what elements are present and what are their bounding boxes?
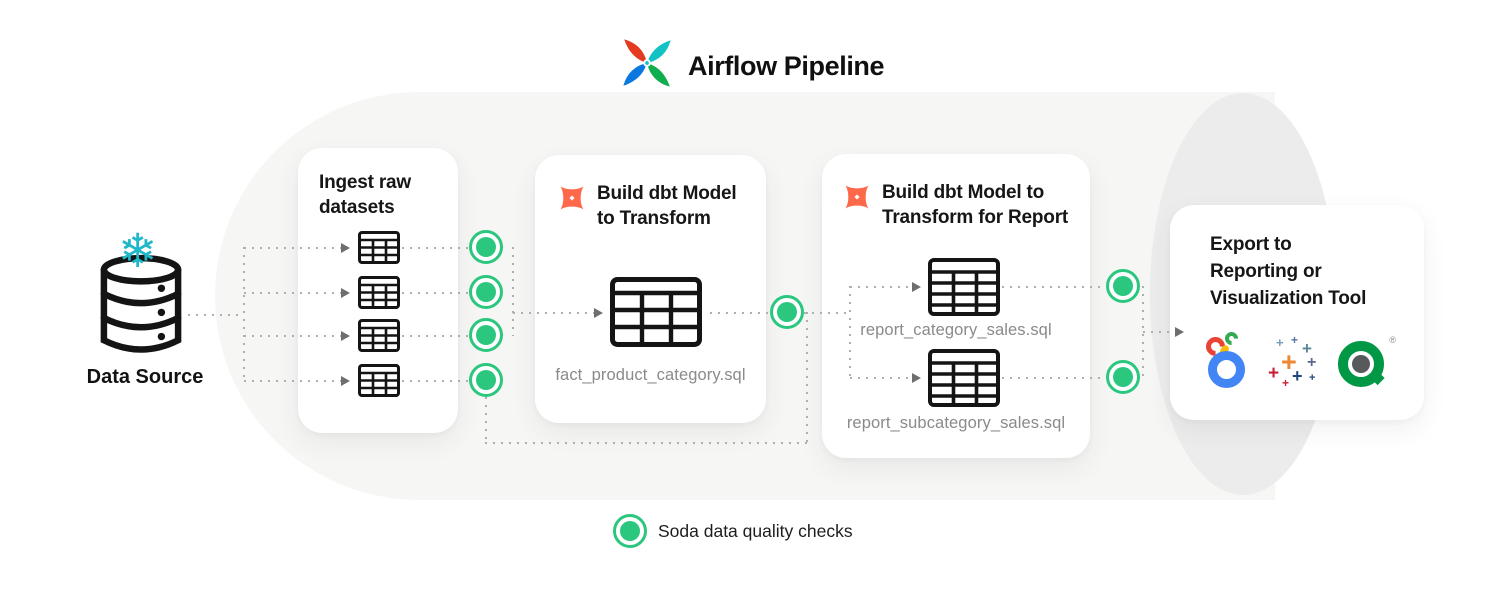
registered-mark: ® — [1389, 335, 1396, 345]
dotted-connector — [710, 312, 770, 314]
dotted-connector — [850, 377, 912, 379]
export-card-title: Export to Reporting or Visualization Too… — [1210, 234, 1367, 309]
page-title: Airflow Pipeline — [688, 50, 885, 81]
arrowhead-icon — [341, 331, 350, 341]
dotted-connector — [402, 335, 468, 337]
export-card: Export to Reporting or Visualization Too… — [1170, 205, 1424, 420]
tableau-icon: + + + + + + + + + — [1268, 333, 1317, 390]
soda-check-icon — [770, 295, 804, 329]
arrowhead-icon — [341, 243, 350, 253]
dbt-icon — [840, 180, 874, 219]
ingest-card: Ingest raw datasets — [298, 148, 458, 433]
soda-check-icon — [1106, 269, 1140, 303]
snowflake-icon: ❄ — [118, 224, 158, 279]
arrowhead-icon — [1175, 327, 1184, 337]
dotted-connector — [806, 312, 808, 443]
soda-check-icon — [469, 363, 503, 397]
dotted-connector — [1002, 377, 1106, 379]
dotted-connector — [402, 380, 468, 382]
table-icon — [358, 231, 400, 269]
ingest-card-title: Ingest raw datasets — [319, 172, 411, 218]
table-icon — [928, 258, 1000, 321]
dotted-connector — [402, 247, 468, 249]
dotted-connector — [188, 314, 244, 316]
dotted-connector — [1143, 331, 1175, 333]
arrowhead-icon — [594, 308, 603, 318]
database-icon — [96, 254, 186, 361]
dotted-connector — [485, 397, 487, 443]
dotted-connector — [244, 380, 341, 382]
table-icon — [358, 276, 400, 314]
legend-label: Soda data quality checks — [658, 521, 853, 541]
dotted-connector — [513, 312, 594, 314]
data-source-label: Data Source — [86, 366, 204, 388]
header: Airflow Pipeline — [620, 36, 885, 95]
dbt-icon — [555, 181, 589, 220]
sql-file-label: fact_product_category.sql — [555, 366, 746, 384]
soda-check-icon — [613, 514, 647, 548]
arrowhead-icon — [912, 282, 921, 292]
dotted-connector — [1002, 286, 1106, 288]
dotted-connector — [849, 286, 851, 378]
soda-check-icon — [1106, 360, 1140, 394]
looker-icon — [1202, 329, 1248, 388]
arrowhead-icon — [341, 288, 350, 298]
dotted-connector — [402, 292, 468, 294]
dotted-connector — [850, 286, 912, 288]
dotted-connector — [512, 247, 514, 336]
dotted-connector — [485, 442, 807, 444]
table-icon — [358, 319, 400, 357]
dbt-report-title: Build dbt Model to Transform for Report — [882, 182, 1069, 228]
arrowhead-icon — [341, 376, 350, 386]
airflow-pinwheel-icon — [620, 36, 674, 95]
table-icon — [610, 277, 702, 352]
qlik-icon: ® — [1338, 335, 1396, 388]
dotted-connector — [243, 247, 245, 381]
dotted-connector — [244, 335, 341, 337]
table-icon — [358, 364, 400, 402]
dotted-connector — [804, 312, 850, 314]
sql-file-label: report_subcategory_sales.sql — [846, 414, 1066, 432]
soda-check-icon — [469, 318, 503, 352]
dotted-connector — [244, 292, 341, 294]
dbt-transform-card: Build dbt Model to Transform — [535, 155, 766, 423]
dbt-transform-title: Build dbt Model to Transform — [597, 183, 737, 229]
table-icon — [928, 349, 1000, 412]
soda-check-icon — [469, 230, 503, 264]
soda-check-icon — [469, 275, 503, 309]
dotted-connector — [244, 247, 341, 249]
arrowhead-icon — [912, 373, 921, 383]
sql-file-label: report_category_sales.sql — [860, 321, 1052, 339]
